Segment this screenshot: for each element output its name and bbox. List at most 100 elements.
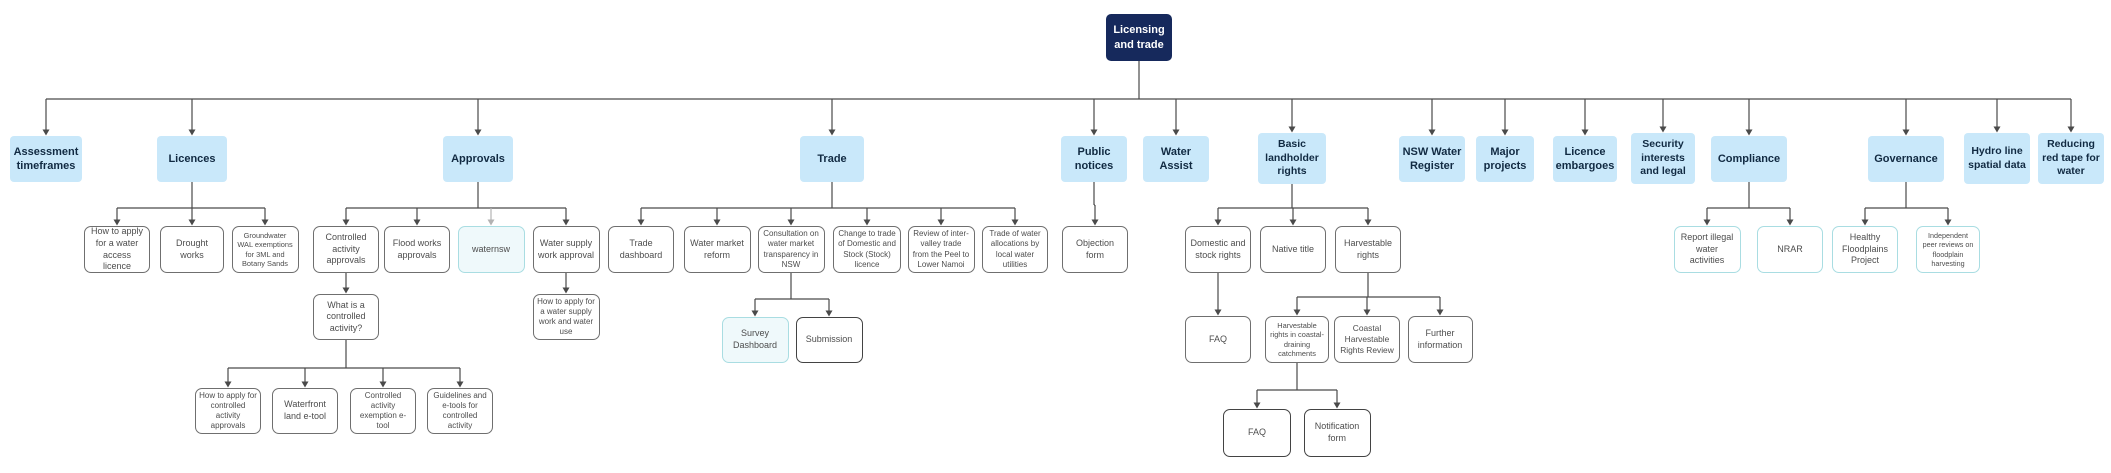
node-label: Submission [805,334,853,345]
node-label: Controlled activity exemption e-tool [359,390,407,431]
node-public-notices[interactable]: Public notices [1061,136,1127,182]
node-trade-water-allocations[interactable]: Trade of water allocations by local wate… [982,226,1048,273]
node-groundwater-wal-exemptions[interactable]: Groundwater WAL exemptions for 3ML and B… [231,226,299,273]
node-how-to-apply-controlled-activity[interactable]: How to apply for controlled activity app… [195,388,261,434]
edge-approvals [346,182,566,209]
node-how-to-apply-water-supply-work[interactable]: How to apply for a water supply work and… [532,294,600,340]
node-label: Harvestable rights in coastal-draining c… [1270,320,1324,358]
node-trade[interactable]: Trade [800,136,864,182]
node-licensing-and-trade[interactable]: Licensing and trade [1106,14,1172,61]
edge-licensing-and-trade-to-assessment-timeframes-arrowhead [42,129,50,136]
node-label: Domestic and stock rights [1190,237,1246,260]
edge-governance-to-healthy-floodplains-project-arrowhead [1861,219,1869,226]
node-label: Flood works approvals [392,237,442,260]
node-drought-works[interactable]: Drought works [160,226,224,273]
edge-what-is-a-controlled-activity [228,340,460,369]
node-domestic-and-stock-rights[interactable]: Domestic and stock rights [1185,226,1251,273]
node-water-assist[interactable]: Water Assist [1143,136,1209,182]
node-review-inter-valley-trade[interactable]: Review of inter-valley trade from the Pe… [907,226,975,273]
node-compliance[interactable]: Compliance [1711,136,1787,182]
node-submission[interactable]: Submission [795,317,863,363]
node-nrar[interactable]: NRAR [1757,226,1823,273]
node-reducing-red-tape-for-water[interactable]: Reducing red tape for water [2038,133,2104,184]
node-label: Major projects [1483,145,1527,172]
node-approvals[interactable]: Approvals [443,136,513,182]
edge-harvestable-rights-coastal-to-faq-harvestable-arrowhead [1253,402,1261,409]
node-harvestable-rights[interactable]: Harvestable rights [1335,226,1401,273]
edge-consultation-water-market [755,273,829,300]
node-controlled-activity-exemption-e-tool[interactable]: Controlled activity exemption e-tool [350,388,416,434]
node-further-information[interactable]: Further information [1407,316,1473,363]
node-governance[interactable]: Governance [1868,136,1944,182]
edge-licensing-and-trade-to-reducing-red-tape-for-water-arrowhead [2067,126,2075,133]
node-waterfront-land-e-tool[interactable]: Waterfront land e-tool [272,388,338,434]
edge-licensing-and-trade-to-approvals-arrowhead [474,129,482,136]
edge-governance-to-independent-peer-reviews-arrowhead [1944,219,1952,226]
node-water-market-reform[interactable]: Water market reform [683,226,751,273]
node-coastal-harvestable-rights-review[interactable]: Coastal Harvestable Rights Review [1334,316,1400,363]
node-notification-form[interactable]: Notification form [1303,409,1371,457]
node-label: Water market reform [690,237,744,260]
node-native-title[interactable]: Native title [1260,226,1326,273]
edge-licences-to-groundwater-wal-exemptions-arrowhead [261,219,269,226]
node-label: Hydro line spatial data [1968,144,2026,171]
edge-licensing-and-trade-to-nsw-water-register-arrowhead [1428,129,1436,136]
node-label: What is a controlled activity? [326,299,366,333]
node-flood-works-approvals[interactable]: Flood works approvals [384,226,450,273]
node-water-supply-work-approval[interactable]: Water supply work approval [532,226,600,273]
node-label: Notification form [1314,421,1360,443]
node-what-is-a-controlled-activity[interactable]: What is a controlled activity? [313,294,379,340]
edge-licensing-and-trade [46,61,2071,100]
node-survey-dashboard[interactable]: Survey Dashboard [721,317,789,363]
node-label: Licences [168,152,216,165]
node-label: Independent peer reviews on floodplain h… [1922,231,1974,268]
node-label: Approvals [451,152,505,165]
node-change-to-trade-domestic-stock[interactable]: Change to trade of Domestic and Stock (S… [833,226,901,273]
node-faq-domestic-stock[interactable]: FAQ [1185,316,1251,363]
node-label: Review of inter-valley trade from the Pe… [912,229,970,269]
node-consultation-water-market[interactable]: Consultation on water market transparenc… [757,226,825,273]
node-report-illegal-water-activities[interactable]: Report illegal water activities [1673,226,1741,273]
edge-trade-to-review-inter-valley-trade-arrowhead [937,219,945,226]
edge-what-is-a-controlled-activity-to-how-to-apply-controlled-activity-arrowhead [224,381,232,388]
node-nsw-water-register[interactable]: NSW Water Register [1399,136,1465,182]
node-objection-form[interactable]: Objection form [1062,226,1128,273]
edge-basic-landholder-rights-to-native-title-arrowhead [1289,219,1297,226]
node-trade-dashboard[interactable]: Trade dashboard [608,226,674,273]
edge-harvestable-rights [1297,273,1440,298]
edge-harvestable-rights-to-coastal-harvestable-rights-review-arrowhead [1363,309,1371,316]
edge-trade-to-trade-dashboard-arrowhead [637,219,645,226]
node-how-to-apply-access-licence[interactable]: How to apply for a water access licence [84,226,150,273]
edge-basic-landholder-rights-to-domestic-and-stock-rights-arrowhead [1214,219,1222,226]
node-healthy-floodplains-project[interactable]: Healthy Floodplains Project [1832,226,1898,273]
edge-licensing-and-trade-to-water-assist-arrowhead [1172,129,1180,136]
node-major-projects[interactable]: Major projects [1476,136,1534,182]
node-label: Trade of water allocations by local wate… [989,229,1041,269]
node-label: Controlled activity approvals [325,232,367,266]
node-basic-landholder-rights[interactable]: Basic landholder rights [1258,133,1326,184]
edge-harvestable-rights-coastal-to-notification-form-arrowhead [1333,402,1341,409]
node-faq-harvestable[interactable]: FAQ [1223,409,1291,457]
edge-basic-landholder-rights-to-harvestable-rights-arrowhead [1364,219,1372,226]
node-security-interests-and-legal[interactable]: Security interests and legal [1631,133,1695,184]
node-label: Consultation on water market transparenc… [763,229,819,269]
edge-approvals-to-controlled-activity-approvals-arrowhead [342,219,350,226]
edge-licensing-and-trade-to-governance-arrowhead [1902,129,1910,136]
edge-licensing-and-trade-to-security-interests-and-legal-arrowhead [1659,126,1667,133]
node-hydro-line-spatial-data[interactable]: Hydro line spatial data [1964,133,2030,184]
node-licences[interactable]: Licences [157,136,227,182]
edge-what-is-a-controlled-activity-to-waterfront-land-e-tool-arrowhead [301,381,309,388]
node-label: Reducing red tape for water [2042,138,2100,178]
node-licence-embargoes[interactable]: Licence embargoes [1553,136,1617,182]
edge-licensing-and-trade-to-public-notices-arrowhead [1090,129,1098,136]
node-independent-peer-reviews[interactable]: Independent peer reviews on floodplain h… [1916,226,1980,273]
node-guidelines-e-tools[interactable]: Guidelines and e-tools for controlled ac… [427,388,493,434]
node-waternsw[interactable]: waternsw [457,226,525,273]
node-harvestable-rights-coastal[interactable]: Harvestable rights in coastal-draining c… [1265,316,1329,363]
node-controlled-activity-approvals[interactable]: Controlled activity approvals [313,226,379,273]
edge-what-is-a-controlled-activity-to-guidelines-e-tools-arrowhead [456,381,464,388]
node-assessment-timeframes[interactable]: Assessment timeframes [10,136,82,182]
edge-trade [641,182,1015,209]
